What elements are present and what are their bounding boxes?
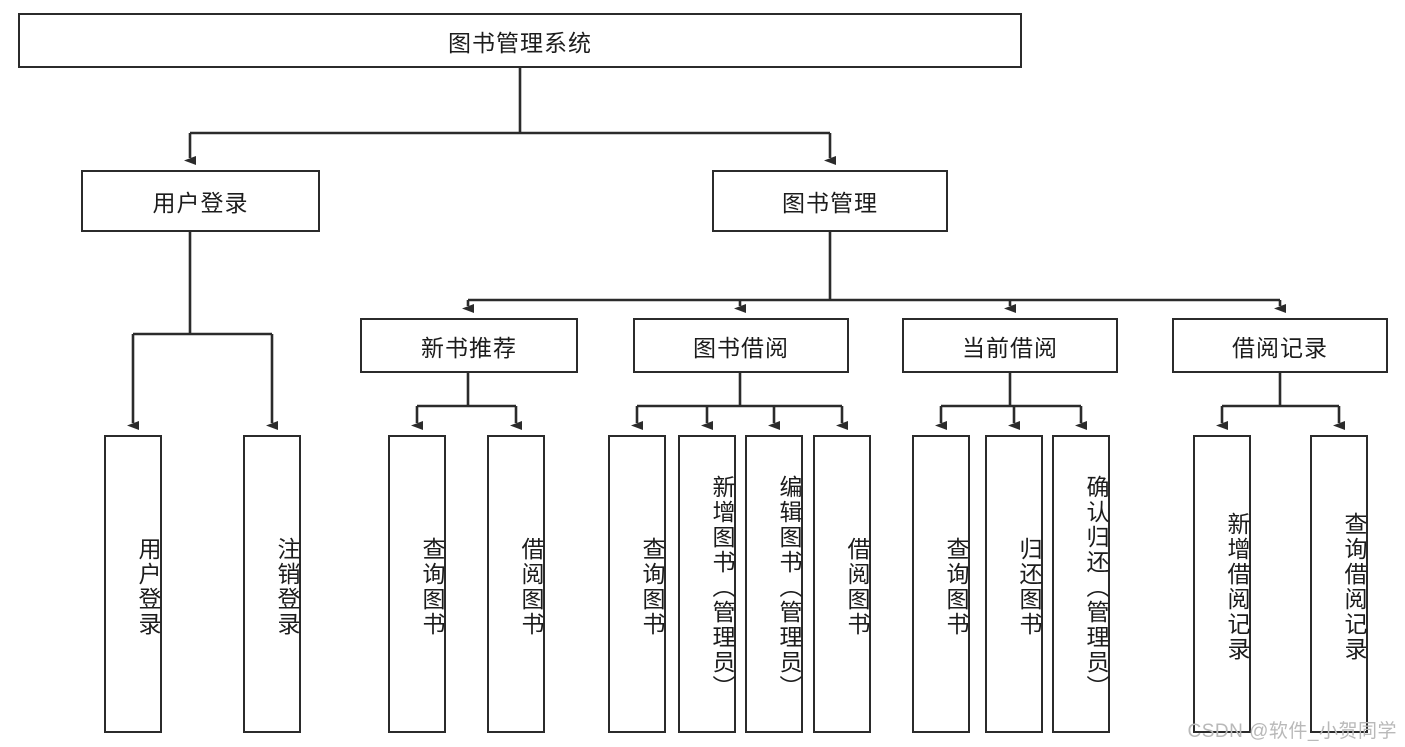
node-leaf-logout-label: 注销登录 xyxy=(274,537,300,637)
node-leaf-confirm-return-admin[interactable]: 确认归还（管理员） xyxy=(1052,435,1110,733)
node-borrow-record-label: 借阅记录 xyxy=(1232,334,1328,361)
node-root[interactable]: 图书管理系统 xyxy=(18,13,1022,68)
node-current-borrow-label: 当前借阅 xyxy=(962,334,1058,361)
node-leaf-add-borrow-record-label: 新增借阅记录 xyxy=(1224,512,1250,662)
node-leaf-edit-book-admin-label: 编辑图书（管理员） xyxy=(776,474,802,700)
node-book-borrow-label: 图书借阅 xyxy=(693,334,789,361)
node-leaf-borrow-book-2[interactable]: 借阅图书 xyxy=(813,435,871,733)
node-book-borrow[interactable]: 图书借阅 xyxy=(633,318,849,373)
node-leaf-edit-book-admin[interactable]: 编辑图书（管理员） xyxy=(745,435,803,733)
node-leaf-query-book-1-label: 查询图书 xyxy=(419,537,445,637)
node-user-login[interactable]: 用户登录 xyxy=(81,170,320,232)
node-borrow-record[interactable]: 借阅记录 xyxy=(1172,318,1388,373)
watermark-text: CSDN @软件_小贺同学 xyxy=(1187,721,1397,742)
node-leaf-query-borrow-record-label: 查询借阅记录 xyxy=(1341,512,1367,662)
node-leaf-borrow-book-2-label: 借阅图书 xyxy=(844,537,870,637)
node-leaf-query-book-3-label: 查询图书 xyxy=(943,537,969,637)
node-leaf-add-book-admin[interactable]: 新增图书（管理员） xyxy=(678,435,736,733)
node-leaf-query-borrow-record[interactable]: 查询借阅记录 xyxy=(1310,435,1368,733)
node-leaf-add-borrow-record[interactable]: 新增借阅记录 xyxy=(1193,435,1251,733)
node-leaf-logout[interactable]: 注销登录 xyxy=(243,435,301,733)
node-leaf-query-book-1[interactable]: 查询图书 xyxy=(388,435,446,733)
node-user-login-label: 用户登录 xyxy=(152,190,249,216)
node-leaf-borrow-book-1[interactable]: 借阅图书 xyxy=(487,435,545,733)
node-leaf-user-login[interactable]: 用户登录 xyxy=(104,435,162,733)
node-leaf-query-book-3[interactable]: 查询图书 xyxy=(912,435,970,733)
node-leaf-query-book-2[interactable]: 查询图书 xyxy=(608,435,666,733)
node-book-manage[interactable]: 图书管理 xyxy=(712,170,948,232)
node-leaf-confirm-return-admin-label: 确认归还（管理员） xyxy=(1083,474,1109,700)
node-leaf-user-login-label: 用户登录 xyxy=(135,537,161,637)
node-leaf-query-book-2-label: 查询图书 xyxy=(639,537,665,637)
node-leaf-borrow-book-1-label: 借阅图书 xyxy=(518,537,544,637)
node-new-book-recommend-label: 新书推荐 xyxy=(421,334,517,361)
node-leaf-add-book-admin-label: 新增图书（管理员） xyxy=(709,474,735,700)
node-leaf-return-book-label: 归还图书 xyxy=(1016,537,1042,637)
node-book-manage-label: 图书管理 xyxy=(782,190,878,216)
node-new-book-recommend[interactable]: 新书推荐 xyxy=(360,318,578,373)
node-root-label: 图书管理系统 xyxy=(448,29,592,56)
node-current-borrow[interactable]: 当前借阅 xyxy=(902,318,1118,373)
node-leaf-return-book[interactable]: 归还图书 xyxy=(985,435,1043,733)
